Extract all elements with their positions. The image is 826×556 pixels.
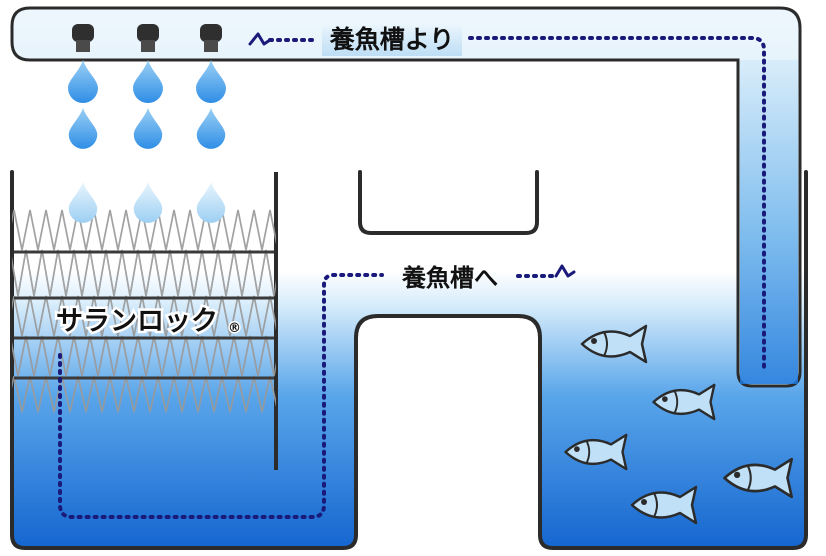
flow-path-from-tank <box>468 36 766 374</box>
fish-icon <box>723 457 794 499</box>
flow-arrowheads <box>248 32 576 278</box>
label-media-text: サランロック <box>56 306 218 337</box>
label-from-tank-text: 養魚槽より <box>330 25 455 54</box>
water-droplet-icon <box>133 108 163 149</box>
water-droplet-icon <box>133 60 163 103</box>
nozzle-icon <box>200 24 222 52</box>
filter-media-mesh <box>12 209 276 413</box>
flow-path <box>58 36 766 519</box>
label-from-tank: 養魚槽より <box>322 22 462 56</box>
water-droplet-icon <box>68 182 98 223</box>
inlet-pipe <box>10 6 802 388</box>
mesh-strand <box>12 249 276 297</box>
label-to-tank-text: 養魚槽へ <box>402 264 498 292</box>
flow-path-to-tank <box>58 273 384 519</box>
nozzle-icon <box>137 24 159 52</box>
water-droplet-icon <box>68 60 98 103</box>
nozzle-icon <box>72 24 94 52</box>
mesh-strand <box>12 375 276 413</box>
arrowhead-icon <box>248 32 272 46</box>
fish-icon <box>564 433 628 471</box>
water-droplet-icon <box>196 182 226 223</box>
water-droplets <box>68 60 226 223</box>
label-media: サランロック ® <box>54 304 243 340</box>
overflow-trough <box>358 170 539 235</box>
fish-icon <box>652 383 716 421</box>
registered-mark: ® <box>228 321 241 336</box>
fish-group <box>564 324 794 525</box>
water-droplet-icon <box>196 60 226 103</box>
container-outline <box>10 170 808 550</box>
mesh-strand <box>12 295 276 337</box>
label-to-tank: 養魚槽へ <box>402 264 498 292</box>
water-droplet-icon <box>68 108 98 149</box>
arrowhead-icon <box>554 264 576 278</box>
mesh-strand <box>12 209 276 251</box>
nozzles <box>72 24 222 52</box>
water-droplet-icon <box>133 182 163 223</box>
water-droplet-icon <box>196 108 226 149</box>
fish-icon <box>630 485 698 525</box>
fish-icon <box>580 324 648 364</box>
mesh-strand <box>12 335 276 377</box>
